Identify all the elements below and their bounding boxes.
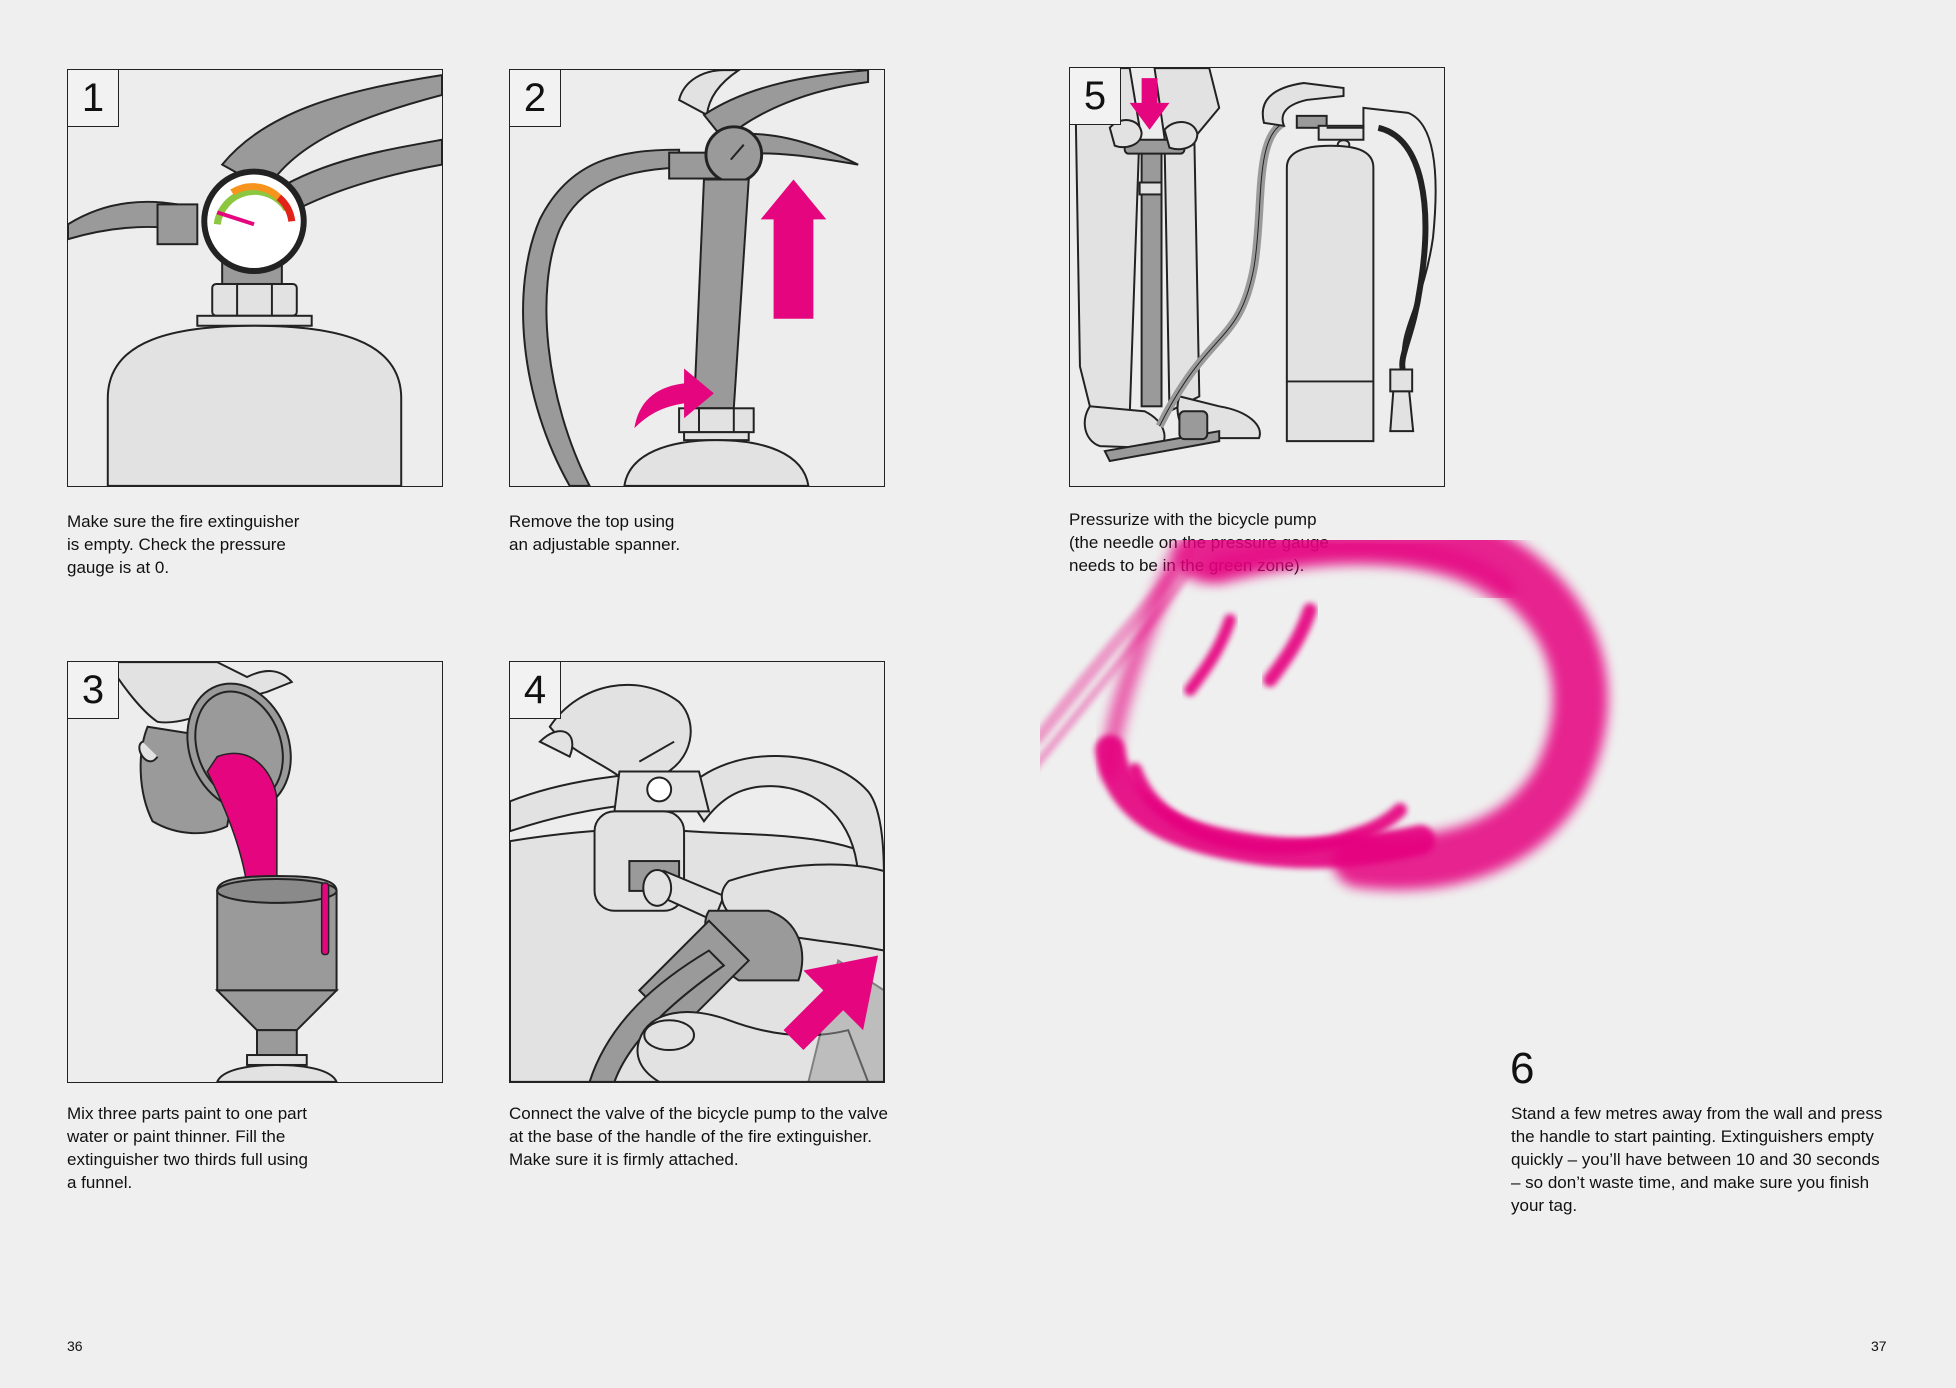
page-number-right: 37 bbox=[1871, 1338, 1887, 1354]
step-1-caption: Make sure the fire extinguisher is empty… bbox=[67, 512, 300, 577]
step-3-illustration: 3 bbox=[67, 661, 443, 1083]
extinguisher-gauge-drawing bbox=[68, 74, 442, 486]
step-4-caption: Connect the valve of the bicycle pump to… bbox=[509, 1104, 888, 1169]
paint-pouring-drawing bbox=[106, 662, 339, 1082]
step-3-caption: Mix three parts paint to one part water … bbox=[67, 1104, 308, 1192]
page-number-left: 36 bbox=[67, 1338, 83, 1354]
step-5-illustration: 5 bbox=[1069, 67, 1445, 487]
step-6-caption: Stand a few metres away from the wall an… bbox=[1511, 1104, 1883, 1215]
step-2-caption: Remove the top using an adjustable spann… bbox=[509, 512, 681, 554]
step-6-number: 6 bbox=[1510, 1044, 1535, 1093]
spray-mist bbox=[1040, 555, 1190, 745]
bicycle-pump-drawing bbox=[1073, 68, 1437, 463]
spanner-removal-drawing bbox=[522, 70, 870, 486]
step-6-spray-scene bbox=[1040, 540, 1608, 890]
step-2-illustration: 2 bbox=[509, 69, 885, 487]
step-4-illustration: 4 bbox=[509, 661, 885, 1083]
step-2-number: 2 bbox=[510, 70, 561, 127]
step-1-illustration: 1 bbox=[67, 69, 443, 487]
step-4-number: 4 bbox=[510, 662, 561, 719]
step-1-number: 1 bbox=[68, 70, 119, 127]
valve-connection-drawing bbox=[510, 683, 884, 1082]
step-3-number: 3 bbox=[68, 662, 119, 719]
step-5-number: 5 bbox=[1070, 68, 1121, 125]
